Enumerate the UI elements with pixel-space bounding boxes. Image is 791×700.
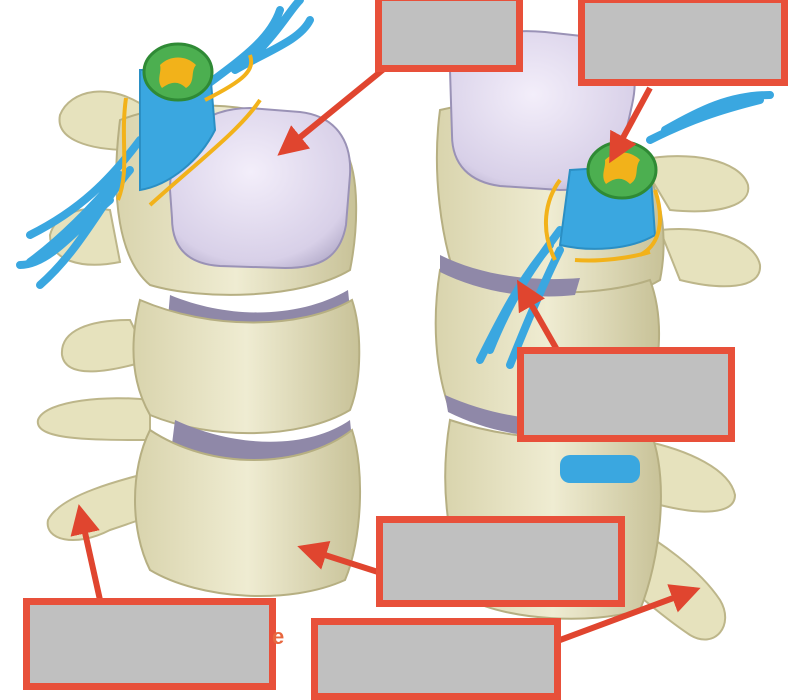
arrow-to-spinal-cord — [609, 86, 653, 164]
left-transverse-process-lower — [36, 397, 151, 442]
arrow-to-vertebral-body — [297, 541, 379, 575]
partial-hidden-text: e — [272, 624, 285, 649]
arrow-to-disc — [277, 65, 387, 156]
left-transverse-process-mid — [60, 318, 152, 373]
left-nerve-root-left — [16, 136, 144, 289]
transverse-process-label-box[interactable] — [23, 598, 276, 690]
right-ganglion-outline — [543, 178, 662, 263]
right-transverse-process-upper — [638, 155, 750, 213]
left-vertebral-column — [16, 0, 362, 597]
left-dura-tube — [139, 69, 217, 192]
nerve-root-label-box[interactable] — [517, 347, 735, 442]
arrow-to-nerve-root — [517, 279, 563, 357]
right-lower-process — [638, 438, 737, 513]
right-nerve-root-upper — [646, 91, 774, 144]
vertebral-body-label-box[interactable] — [376, 516, 625, 607]
spinal-cord-label-box[interactable] — [578, 0, 788, 86]
right-transverse-process-mid — [658, 228, 762, 288]
left-nerve-root-right — [196, 0, 314, 94]
right-lower-dura — [560, 455, 640, 483]
arrow-to-spinous-process — [558, 584, 701, 643]
spinous-process-label-box[interactable] — [311, 618, 561, 700]
pointer-arrows — [70, 65, 701, 643]
arrow-to-transverse-process — [70, 504, 103, 601]
left-vertebra-mid — [132, 298, 361, 435]
disc-label-box[interactable] — [375, 0, 523, 72]
left-ganglion-outline — [116, 54, 262, 207]
left-grey-matter — [159, 57, 196, 88]
